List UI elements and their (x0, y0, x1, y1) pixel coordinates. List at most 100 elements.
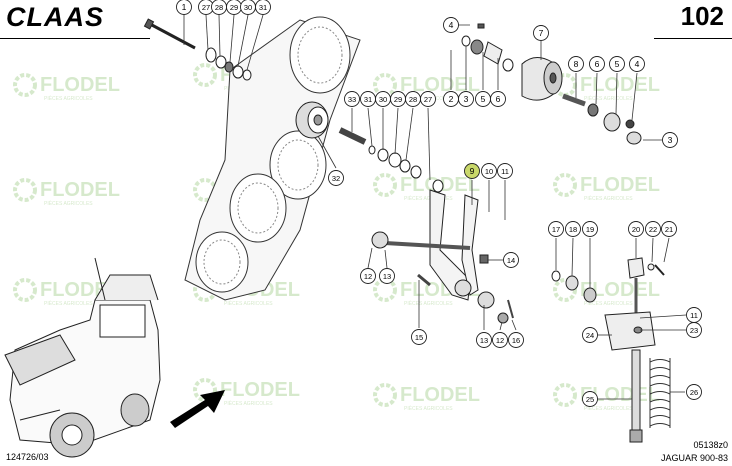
callout-number: 29 (230, 3, 238, 12)
watermark-tagline: PIÈCES AGRICOLES (404, 300, 453, 307)
callout-number: 8 (574, 59, 579, 69)
callout-4: 4 (629, 56, 645, 72)
callout-10: 10 (481, 163, 497, 179)
callout-number: 10 (485, 167, 493, 176)
callout-circle (476, 332, 492, 348)
callout-circle (508, 332, 524, 348)
callout-number: 12 (364, 272, 372, 281)
header-rule-left (0, 38, 150, 39)
header-rule-right (654, 38, 732, 39)
callout-number: 12 (496, 336, 504, 345)
callout-circle (629, 56, 645, 72)
watermark-brand: FLODEL (580, 174, 660, 196)
callout-circle (420, 91, 436, 107)
callout-19: 19 (582, 221, 598, 237)
callout-3: 3 (458, 91, 474, 107)
callout-15: 15 (411, 329, 427, 345)
callout-6: 6 (589, 56, 605, 72)
callout-circle (565, 221, 581, 237)
gear-icon (13, 73, 37, 97)
callout-12: 12 (492, 332, 508, 348)
callout-number: 15 (415, 333, 423, 342)
callout-number: 31 (259, 3, 267, 12)
callout-31: 31 (255, 0, 271, 15)
callout-circle (662, 132, 678, 148)
callout-1: 1 (176, 0, 192, 15)
gear-icon (553, 383, 577, 407)
callout-number: 28 (409, 95, 417, 104)
callout-number: 16 (512, 336, 520, 345)
callout-28: 28 (405, 91, 421, 107)
callout-29: 29 (226, 0, 242, 15)
shaft-and-washers-mid (338, 127, 444, 193)
callout-29: 29 (390, 91, 406, 107)
callout-circle (481, 163, 497, 179)
bolt-and-washers-top (143, 18, 252, 81)
callout-circle (411, 329, 427, 345)
callout-12: 12 (360, 268, 376, 284)
callout-number: 14 (507, 256, 515, 265)
callout-3: 3 (662, 132, 678, 148)
callout-number: 20 (632, 225, 640, 234)
callout-30: 30 (240, 0, 256, 15)
watermark-brand: FLODEL (400, 74, 480, 96)
callout-number: 29 (394, 95, 402, 104)
callout-circle (645, 221, 661, 237)
callout-circle (497, 163, 513, 179)
callout-number: 4 (449, 20, 454, 30)
callout-26: 26 (686, 384, 702, 400)
watermark-tagline: PIÈCES AGRICOLES (404, 405, 453, 412)
callout-18: 18 (565, 221, 581, 237)
callout-circle (255, 0, 271, 15)
roller-assembly-top-right (461, 23, 642, 145)
callout-number: 17 (552, 225, 560, 234)
callout-circle (360, 268, 376, 284)
callout-number: 4 (635, 59, 640, 69)
callout-circle (533, 25, 549, 41)
callout-number: 19 (586, 225, 594, 234)
watermark-tagline: PIÈCES AGRICOLES (224, 400, 273, 407)
callout-circle (464, 163, 480, 179)
callout-13: 13 (379, 268, 395, 284)
figure-code: 05138z0 (693, 440, 728, 450)
callout-5: 5 (475, 91, 491, 107)
watermark-brand: FLODEL (580, 279, 660, 301)
gear-icon (373, 383, 397, 407)
callout-number: 18 (569, 225, 577, 234)
callout-circle (661, 221, 677, 237)
watermark-tagline: PIÈCES AGRICOLES (584, 95, 633, 102)
watermark-tagline: PIÈCES AGRICOLES (44, 200, 93, 207)
callout-number: 1 (182, 2, 187, 12)
model-name: JAGUAR 900-83 (660, 453, 728, 463)
callout-8: 8 (568, 56, 584, 72)
callout-17: 17 (548, 221, 564, 237)
drawing-number: 124726/03 (6, 452, 49, 462)
callout-28: 28 (211, 0, 227, 15)
callout-number: 30 (379, 95, 387, 104)
callout-27: 27 (420, 91, 436, 107)
callout-circle (568, 56, 584, 72)
claas-logo: CLAAS (6, 2, 104, 32)
watermark-brand: FLODEL (40, 74, 120, 96)
callout-16: 16 (508, 332, 524, 348)
callout-32: 32 (328, 170, 344, 186)
watermark-tagline: PIÈCES AGRICOLES (584, 405, 633, 412)
gear-icon (373, 173, 397, 197)
callout-number: 23 (690, 326, 698, 335)
callout-30: 30 (375, 91, 391, 107)
callout-circle (328, 170, 344, 186)
callout-9: 9 (464, 163, 480, 179)
callout-number: 27 (202, 3, 210, 12)
callout-circle (628, 221, 644, 237)
watermark-tagline: PIÈCES AGRICOLES (224, 300, 273, 307)
callout-number: 9 (470, 166, 475, 176)
gear-icon (553, 278, 577, 302)
watermark-tagline: PIÈCES AGRICOLES (584, 300, 633, 307)
harvester-thumbnail (4, 257, 161, 458)
callout-5: 5 (609, 56, 625, 72)
callout-6: 6 (490, 91, 506, 107)
